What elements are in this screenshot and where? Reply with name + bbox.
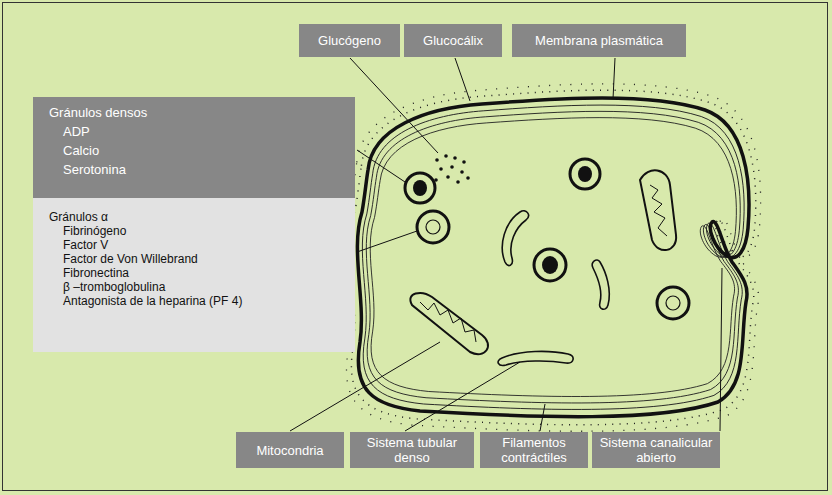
list-item: ADP: [49, 122, 345, 141]
alpha-granules: [417, 211, 689, 319]
label-text: Glucocálix: [423, 33, 483, 48]
dense-tubular-system: [498, 211, 609, 366]
label-text: Gránulos densos: [49, 103, 345, 122]
list-item: Serotonina: [49, 160, 345, 179]
label-text: Glucógeno: [318, 33, 381, 48]
label-text: Gránulos α: [49, 210, 345, 224]
label-text: Mitocondria: [256, 443, 323, 458]
microtubule-bands: [362, 105, 744, 409]
list-box: Gránulos αFibrinógenoFactor VFactor de V…: [33, 198, 355, 352]
list-item: Factor de Von Willebrand: [49, 252, 345, 266]
list-item: Calcio: [49, 141, 345, 160]
mitochondria: [410, 170, 676, 354]
list-item: Antagonista de la heparina (PF 4): [49, 294, 345, 308]
plasma-membrane: [357, 98, 749, 417]
list-item: Fibronectina: [49, 266, 345, 280]
label-text: Membrana plasmática: [535, 33, 663, 48]
label-box: Mitocondria: [236, 432, 344, 468]
glycocalyx-stipple: [346, 84, 761, 431]
label-box: Sistema tubular denso: [350, 432, 474, 468]
label-box: Glucocálix: [404, 24, 502, 57]
label-box: Filamentos contráctiles: [480, 432, 588, 468]
list-item: Factor V: [49, 238, 345, 252]
list-box: Gránulos densosADPCalcioSerotonina: [33, 97, 355, 198]
label-text: Sistema canalicular abierto: [598, 435, 714, 465]
label-text: Filamentos contráctiles: [486, 435, 582, 465]
list-item: β –tromboglobulina: [49, 280, 345, 294]
glycogen-dots: [434, 154, 470, 184]
list-item: Fibrinógeno: [49, 224, 345, 238]
label-box: Glucógeno: [299, 24, 400, 57]
dense-granules: [405, 159, 600, 281]
label-box: Sistema canalicular abierto: [592, 432, 720, 468]
label-text: Sistema tubular denso: [356, 435, 468, 465]
label-box: Membrana plasmática: [512, 24, 686, 57]
